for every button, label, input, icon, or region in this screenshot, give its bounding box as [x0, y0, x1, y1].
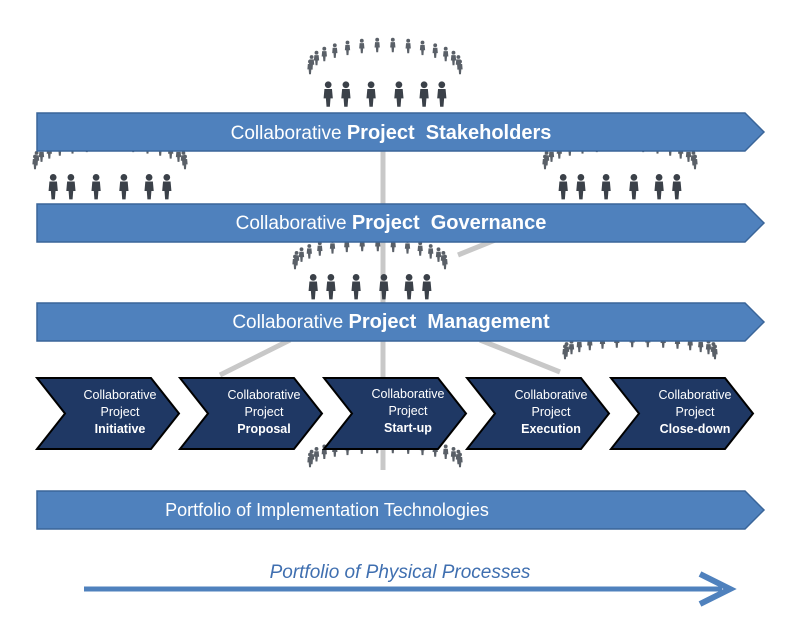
phase-close-down: Collaborative Project Close-down: [635, 387, 755, 438]
layer-bar-governance: [36, 203, 766, 243]
person-icon: [558, 173, 568, 200]
person-icon: [672, 173, 682, 200]
person-icon: [144, 173, 154, 200]
layer-prefix: Collaborative: [230, 123, 342, 144]
person-icon: [351, 273, 361, 300]
person-icon: [629, 173, 639, 200]
technologies-bar: [36, 490, 766, 530]
person-icon: [435, 247, 442, 262]
phase-line: Collaborative: [371, 387, 445, 401]
phase-name: Close-down: [659, 422, 731, 436]
person-icon: [313, 50, 320, 66]
person-icon: [313, 446, 320, 462]
person-icon: [323, 81, 333, 107]
people-ring-icon: [292, 236, 448, 300]
connector-lines: [218, 150, 561, 470]
person-icon: [321, 46, 327, 62]
person-icon: [374, 37, 380, 53]
person-icon: [712, 344, 718, 360]
person-icon: [404, 273, 414, 300]
person-icon: [457, 452, 463, 468]
person-icon: [432, 43, 438, 58]
people-ring-icon: [307, 37, 463, 107]
person-icon: [308, 273, 318, 300]
person-icon: [692, 154, 698, 170]
layer-bar-stakeholders: [36, 112, 766, 152]
phase-line: Project: [675, 405, 715, 419]
phase-line: Project: [388, 404, 428, 418]
person-icon: [568, 339, 575, 355]
person-icon: [359, 38, 365, 54]
phase-line: Project: [531, 405, 571, 419]
person-icon: [298, 247, 305, 262]
person-icon: [450, 50, 457, 66]
phase-proposal: Collaborative Project Proposal: [204, 387, 324, 438]
person-icon: [654, 173, 664, 200]
layer-emphasis: Project Stakeholders: [346, 122, 552, 144]
person-icon: [366, 81, 376, 107]
person-icon: [317, 241, 323, 256]
person-icon: [576, 173, 586, 200]
person-icon: [66, 173, 76, 200]
person-icon: [48, 173, 58, 200]
phase-name: Start-up: [384, 421, 432, 435]
technologies-label: Portfolio of Implementation Technologies: [165, 500, 489, 520]
phase-execution: Collaborative Project Execution: [491, 387, 611, 438]
person-icon: [182, 154, 188, 170]
phase-line: Project: [244, 405, 284, 419]
phase-chevron: [608, 377, 755, 450]
arrow-right-icon: [84, 571, 737, 607]
person-icon: [91, 173, 101, 200]
phase-chevron: [321, 377, 468, 450]
phase-line: Project: [100, 405, 140, 419]
person-icon: [419, 40, 426, 56]
person-icon: [119, 173, 129, 200]
person-icon: [419, 81, 429, 107]
phase-chevron: [464, 377, 611, 450]
phase-line: Collaborative: [83, 388, 157, 402]
phase-name: Initiative: [94, 422, 146, 436]
person-icon: [394, 81, 404, 107]
person-icon: [306, 244, 312, 259]
stakeholders-label: Collaborative Project Stakeholders: [37, 123, 745, 143]
layer-prefix: Collaborative: [235, 213, 347, 234]
phase-line: Collaborative: [514, 388, 588, 402]
person-icon: [437, 81, 447, 107]
processes-caption: Portfolio of Physical Processes: [269, 562, 531, 583]
governance-label: Collaborative Project Governance: [37, 213, 745, 233]
person-icon: [457, 59, 463, 75]
person-icon: [705, 339, 712, 355]
phase-name: Execution: [521, 422, 581, 436]
person-icon: [405, 38, 411, 54]
phase-chevron: [34, 377, 181, 450]
management-label: Collaborative Project Management: [37, 312, 745, 332]
layer-bar-management: [36, 302, 766, 342]
phase-line: Collaborative: [658, 388, 732, 402]
person-icon: [341, 81, 351, 107]
layer-emphasis: Project Governance: [351, 212, 547, 234]
person-icon: [162, 173, 172, 200]
person-icon: [390, 37, 396, 53]
phase-chevron: [177, 377, 324, 450]
person-icon: [332, 43, 338, 58]
phase-chevrons: [34, 377, 755, 450]
phase-name: Proposal: [237, 422, 291, 436]
person-icon: [442, 254, 448, 270]
person-icon: [422, 273, 432, 300]
person-icon: [326, 273, 336, 300]
layer-emphasis: Project Management: [348, 311, 550, 333]
person-icon: [450, 446, 457, 462]
person-icon: [443, 444, 449, 459]
person-icon: [344, 40, 351, 56]
person-icon: [601, 173, 611, 200]
phase-line: Collaborative: [227, 388, 301, 402]
person-icon: [443, 46, 449, 62]
phase-initiative: Collaborative Project Initiative: [60, 387, 180, 438]
phase-start-up: Collaborative Project Start-up: [348, 386, 468, 437]
person-icon: [428, 244, 434, 259]
layer-prefix: Collaborative: [232, 312, 344, 333]
person-icon: [417, 241, 423, 256]
